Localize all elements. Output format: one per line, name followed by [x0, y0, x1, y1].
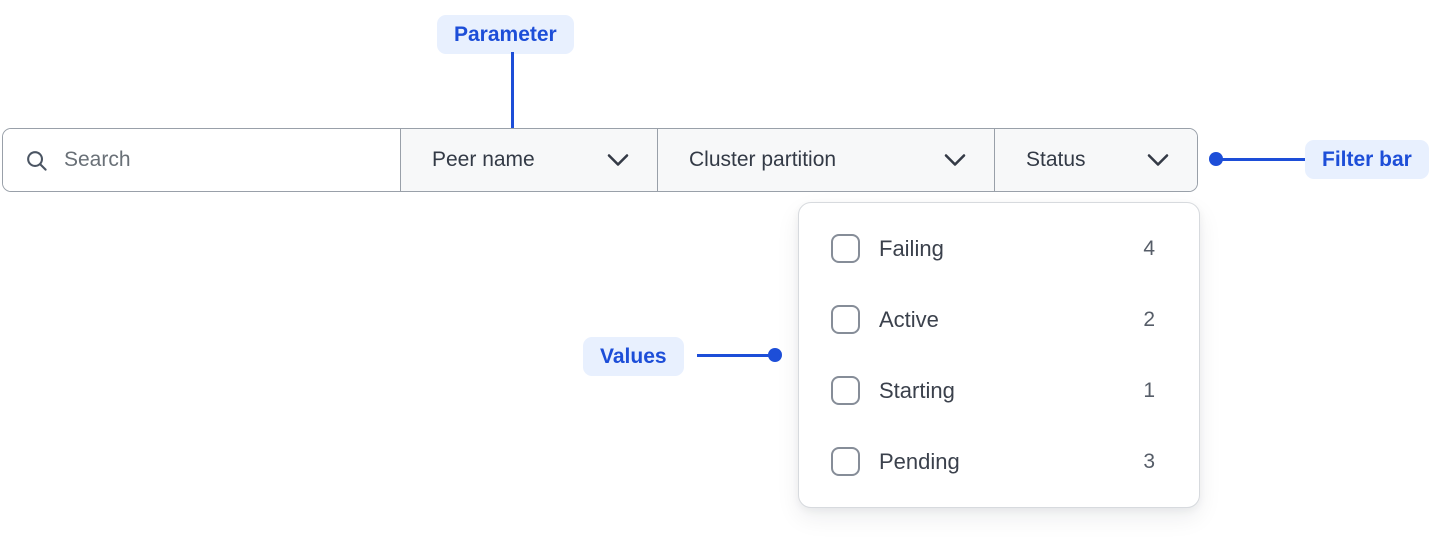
filter-bar-connector-line — [1216, 158, 1305, 161]
parameter-annotation-pill: Parameter — [437, 15, 574, 54]
values-annotation-pill: Values — [583, 337, 684, 376]
dropdown-peer-name[interactable]: Peer name — [400, 129, 657, 191]
search-section[interactable] — [3, 129, 400, 191]
option-count: 1 — [1143, 378, 1155, 402]
values-connector-line — [697, 354, 775, 357]
chevron-down-icon — [1147, 154, 1169, 166]
option-row-starting[interactable]: Starting 1 — [831, 355, 1155, 426]
chevron-down-icon — [607, 154, 629, 166]
filter-bar-annotation-pill: Filter bar — [1305, 140, 1429, 179]
option-label: Active — [879, 306, 939, 332]
values-annotation-text: Values — [600, 345, 667, 368]
chevron-down-icon — [944, 154, 966, 166]
status-dropdown-panel: Failing 4 Active 2 Starting 1 Pending 3 — [798, 202, 1200, 508]
option-row-pending[interactable]: Pending 3 — [831, 426, 1155, 497]
search-input[interactable] — [64, 148, 354, 172]
filter-bar-annotation-text: Filter bar — [1322, 148, 1412, 171]
option-row-failing[interactable]: Failing 4 — [831, 213, 1155, 284]
option-count: 4 — [1143, 236, 1155, 260]
checkbox-failing[interactable] — [831, 234, 860, 263]
parameter-annotation-text: Parameter — [454, 23, 557, 46]
option-count: 2 — [1143, 307, 1155, 331]
option-count: 3 — [1143, 449, 1155, 473]
option-label: Starting — [879, 377, 955, 403]
option-row-active[interactable]: Active 2 — [831, 284, 1155, 355]
parameter-connector-line — [511, 52, 514, 137]
checkbox-pending[interactable] — [831, 447, 860, 476]
checkbox-starting[interactable] — [831, 376, 860, 405]
dropdown-cluster-partition[interactable]: Cluster partition — [657, 129, 994, 191]
dropdown-peer-name-label: Peer name — [432, 148, 535, 171]
checkbox-active[interactable] — [831, 305, 860, 334]
option-label: Pending — [879, 448, 960, 474]
dropdown-status[interactable]: Status — [994, 129, 1197, 191]
option-label: Failing — [879, 235, 944, 261]
search-icon — [27, 150, 47, 171]
dropdown-status-label: Status — [1026, 148, 1086, 171]
filter-bar: Peer name Cluster partition Status — [2, 128, 1198, 192]
dropdown-cluster-partition-label: Cluster partition — [689, 148, 837, 171]
values-connector-dot — [768, 348, 782, 362]
